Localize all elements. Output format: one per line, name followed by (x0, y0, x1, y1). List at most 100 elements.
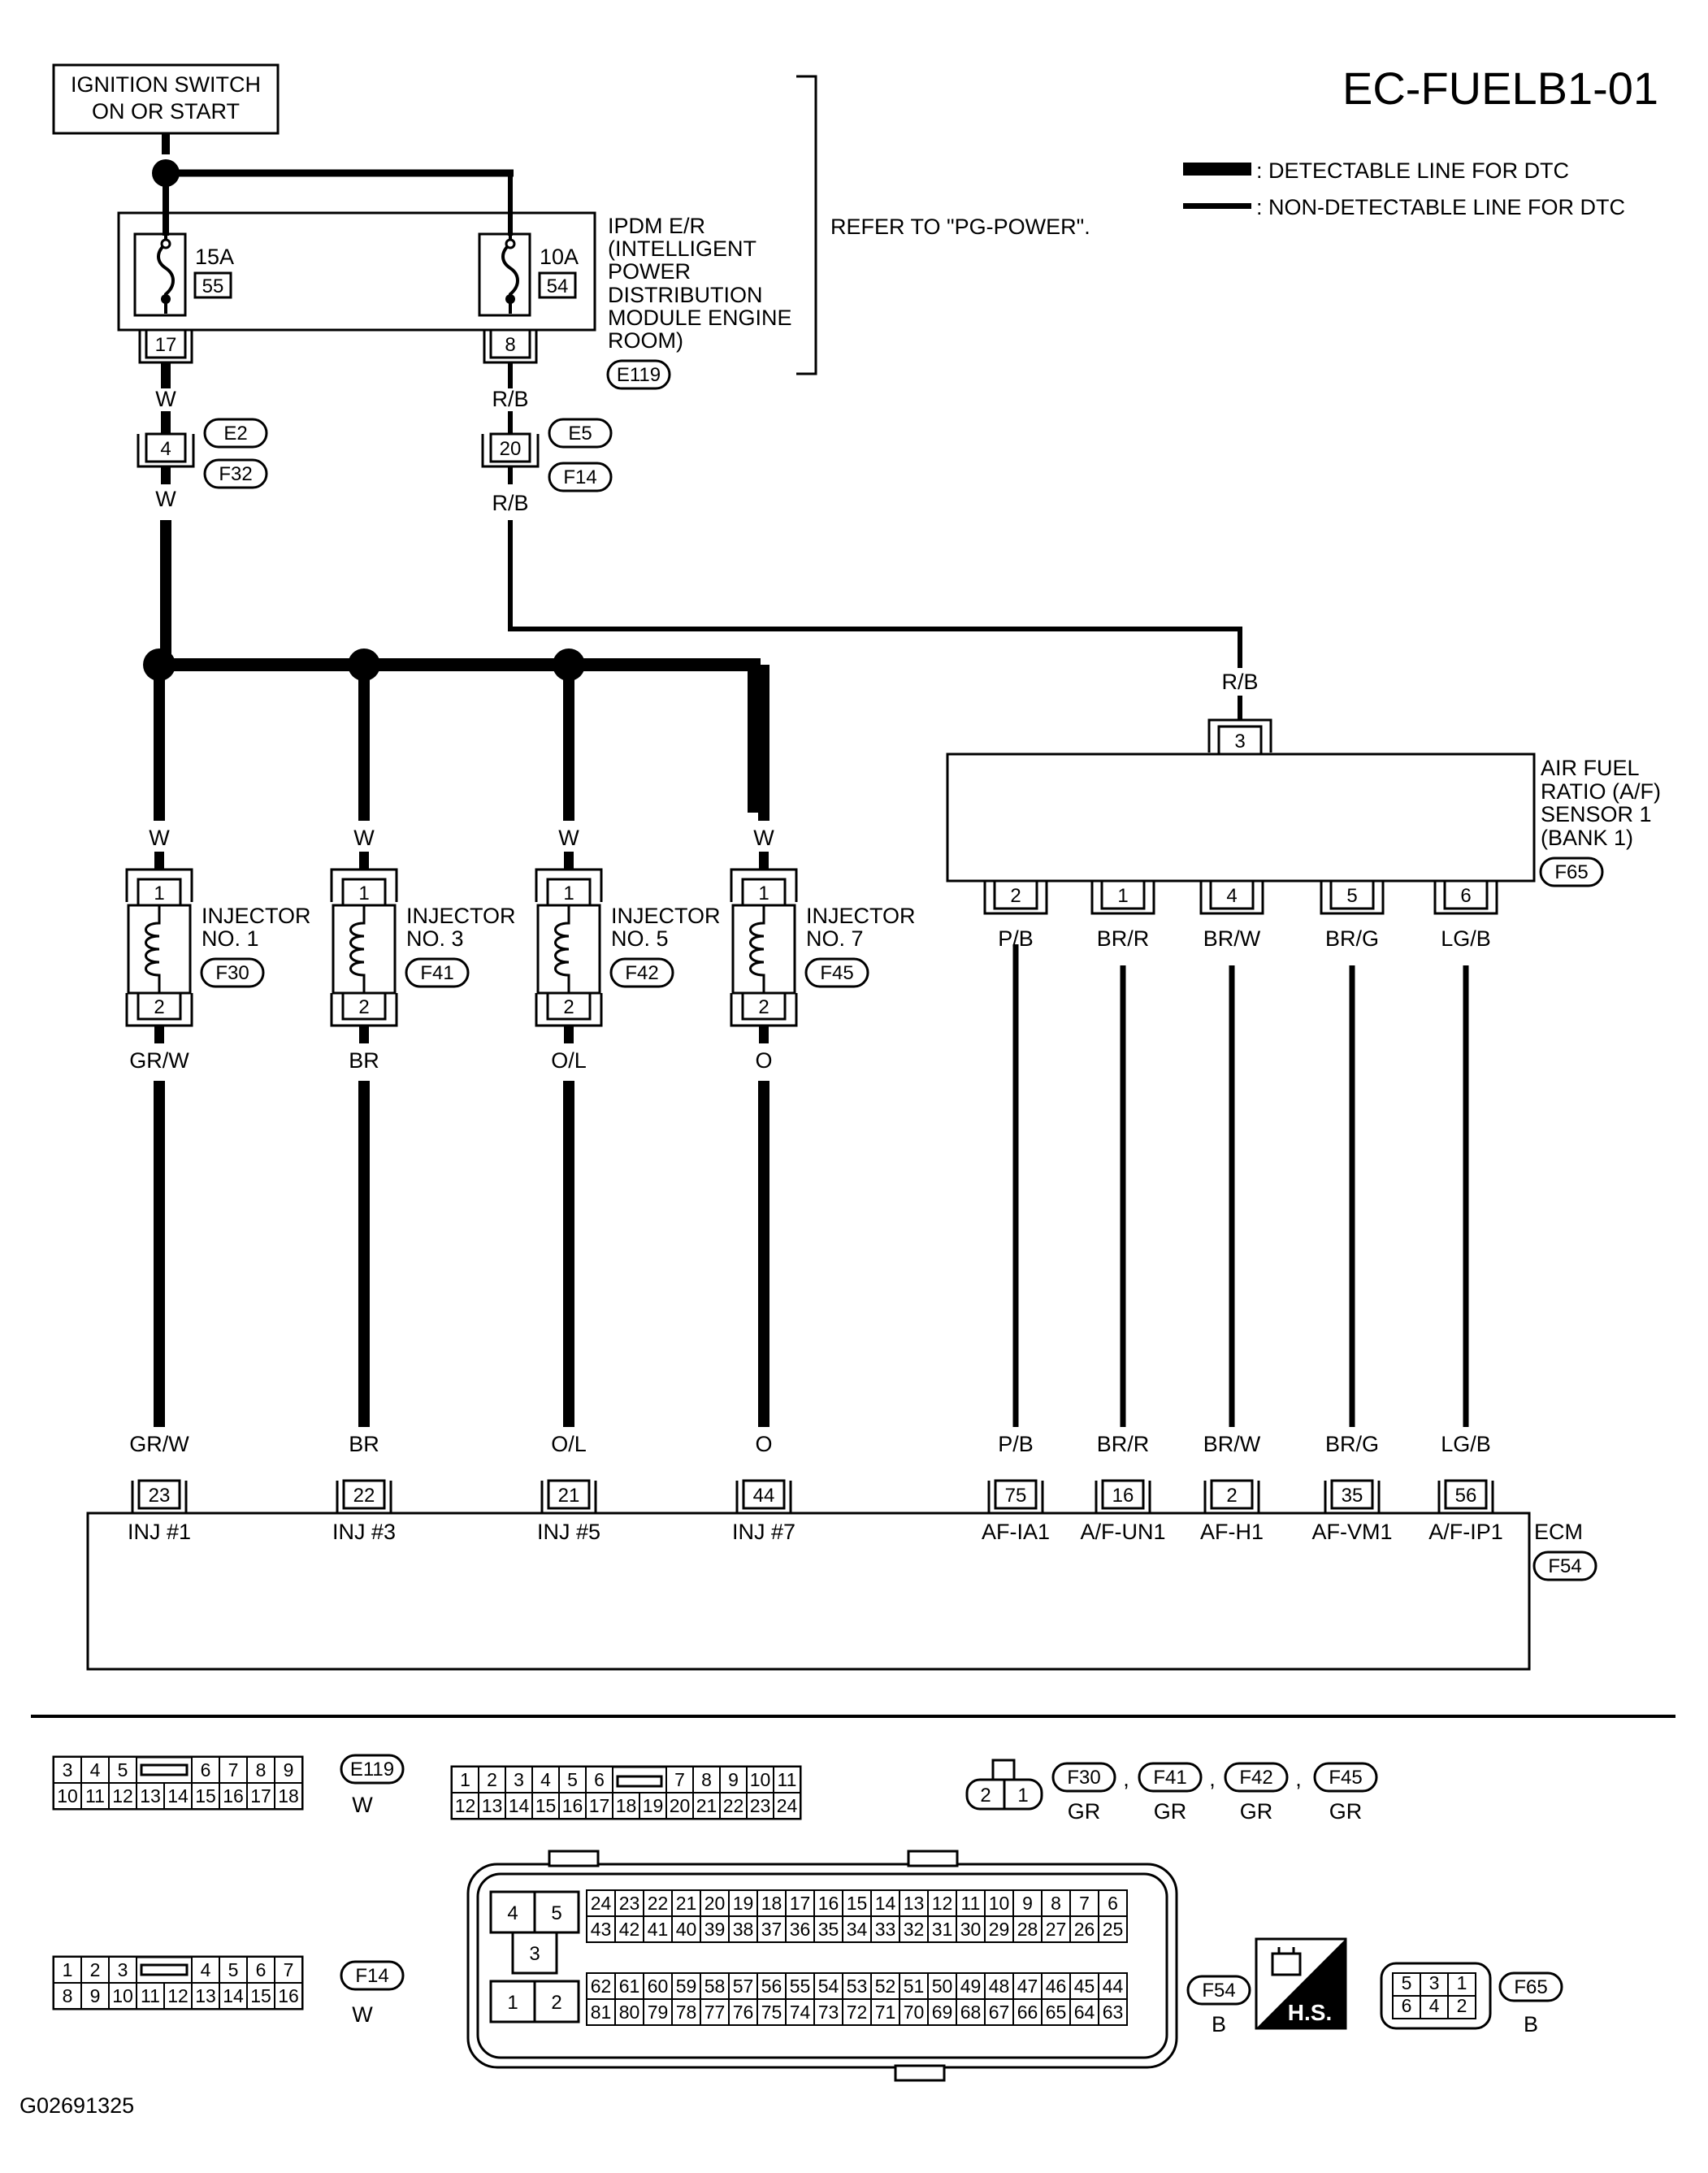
terminal-number: 29 (989, 1919, 1010, 1940)
injector-pin-top: 1 (758, 883, 769, 904)
terminal-number: 1 (63, 1959, 73, 1980)
f65-conn-id: F65 (1514, 1976, 1547, 1998)
terminal-number: 10 (112, 1985, 133, 2006)
injector-conn-id-oval (200, 957, 265, 988)
af-pin-bracket (1320, 881, 1385, 915)
terminal-cell (219, 1956, 248, 1984)
ipdm-box (117, 211, 596, 332)
terminal-number: 3 (63, 1759, 73, 1780)
ecm-face-color: B (1212, 2012, 1226, 2036)
terminal-number: 68 (960, 2002, 982, 2023)
ecm-power-pin: 2 (551, 1992, 561, 2014)
terminal-cell (671, 1915, 701, 1943)
terminal-cell (1098, 1998, 1128, 2026)
e119-conn-id: E119 (350, 1759, 394, 1780)
terminal-number: 60 (648, 1976, 669, 1997)
inj-conn-color: GR (1068, 1799, 1101, 1824)
terminal-number: 3 (514, 1769, 524, 1790)
terminal-number: 16 (223, 1785, 244, 1806)
terminal-number: 35 (818, 1919, 839, 1940)
terminal-cell (728, 1915, 758, 1943)
terminal-cell (505, 1766, 533, 1793)
af-pin: 6 (1460, 885, 1471, 907)
injector-pin-top: 1 (154, 883, 164, 904)
terminal-cell (558, 1766, 587, 1793)
terminal-number: 9 (90, 1985, 101, 2006)
terminal-number: 74 (790, 2002, 811, 2023)
terminal-cell (586, 1915, 616, 1943)
terminal-cell (80, 1956, 110, 1984)
injector-title: INJECTOR (202, 904, 311, 928)
injector-top-box (137, 878, 182, 907)
terminal-number: 80 (619, 2002, 640, 2023)
terminal-cell (842, 1998, 872, 2026)
terminal-number: 75 (761, 2002, 782, 2023)
terminal-cell (163, 1982, 193, 2010)
terminal-number: 40 (676, 1919, 697, 1940)
af-pin: 4 (1226, 885, 1237, 907)
terminal-cell (813, 1915, 843, 1943)
terminal-number: 72 (847, 2002, 868, 2023)
terminal-cell (665, 1792, 694, 1820)
fuse-15a-number-box (193, 271, 232, 299)
terminal-number: 17 (589, 1795, 610, 1816)
terminal-number: 13 (195, 1985, 216, 2006)
af-sensor-pins: 2P/BP/B75AF-IA11BR/RBR/R16A/F-UN14BR/WBR… (982, 879, 1503, 1544)
terminal-number: 7 (1079, 1893, 1090, 1914)
ecm-conn-oval (1532, 1551, 1597, 1581)
joint-right-box (489, 432, 531, 463)
af-pin-box (993, 879, 1038, 910)
af-pin: 2 (1010, 885, 1021, 907)
terminal-number: 50 (932, 1976, 953, 1997)
ignition-line2: ON OR START (92, 99, 240, 124)
joint-left-wire-top: W (155, 387, 176, 411)
terminal-cell (643, 1998, 673, 2026)
terminal-cell (191, 1956, 220, 1984)
injector-wire-ecm: O (755, 1432, 772, 1456)
diagram-id: EC-FUELB1-01 (1342, 63, 1658, 114)
fuse-10a-rating: 10A (540, 245, 579, 269)
legend-non-detectable-text: : NON-DETECTABLE LINE FOR DTC (1256, 195, 1625, 219)
terminal-number: 13 (904, 1893, 925, 1914)
injector-pin-top: 1 (563, 883, 574, 904)
terminal-number: 52 (875, 1976, 896, 1997)
injector-conn-id: F30 (215, 962, 249, 984)
terminal-number: 57 (733, 1976, 754, 1997)
injector-top-bracket (535, 868, 603, 902)
terminal-number: 62 (591, 1976, 612, 1997)
terminal-number: 49 (960, 1976, 982, 1997)
terminal-number: 28 (1017, 1919, 1038, 1940)
terminal-cell (984, 1972, 1014, 2000)
e119-conn-id-oval (340, 1754, 405, 1785)
terminal-number: 14 (223, 1985, 244, 2006)
terminal-cell (586, 1998, 616, 2026)
joint-right-wire-top: R/B (492, 387, 528, 411)
af-pin-box (1209, 879, 1255, 910)
terminal-number: 42 (619, 1919, 640, 1940)
af-sensor-label: AIR FUEL RATIO (A/F) SENSOR 1 (BANK 1) (1541, 756, 1661, 850)
terminal-cell (1069, 1915, 1099, 1943)
injector-pin-top: 1 (358, 883, 369, 904)
ecm-pin-box (1210, 1479, 1254, 1510)
af-wire-ecm: BR/W (1203, 1432, 1261, 1456)
terminal-number: 4 (90, 1759, 101, 1780)
terminal-cell (1098, 1915, 1128, 1943)
injector-wire-ecm: O/L (551, 1432, 587, 1456)
terminal-number: 79 (648, 2002, 669, 2023)
terminal-number: 12 (167, 1985, 189, 2006)
terminal-cell (639, 1792, 667, 1820)
af-pin: 5 (1346, 885, 1357, 907)
af-pin-box (1100, 879, 1146, 910)
af-pin-box (1443, 879, 1489, 910)
injector-wire-ecm: GR/W (129, 1432, 189, 1456)
terminal-number: 9 (1022, 1893, 1033, 1914)
terminal-number: 43 (591, 1919, 612, 1940)
terminal-number: 63 (1103, 2002, 1124, 2023)
terminal-number: 8 (256, 1759, 267, 1780)
ecm-terminal-label: A/F-IP1 (1428, 1520, 1503, 1544)
injector-pin-bottom: 2 (563, 996, 574, 1018)
terminal-cell (1041, 1889, 1071, 1917)
terminal-cell (643, 1889, 673, 1917)
injector-wire-in: W (149, 826, 170, 850)
terminal-cell (108, 1756, 137, 1784)
